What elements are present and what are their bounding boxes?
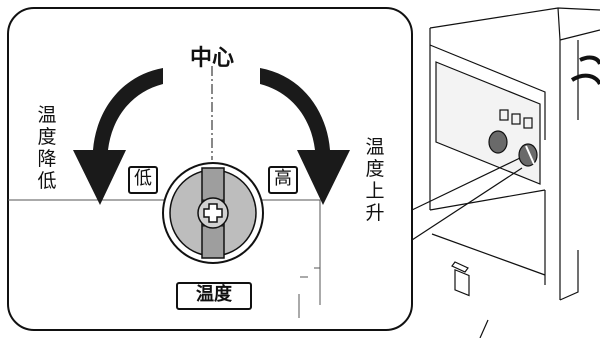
left-label-char-1: 温 bbox=[37, 104, 57, 126]
right-label-char-4: 升 bbox=[365, 202, 385, 224]
right-label-char-1: 温 bbox=[365, 136, 385, 158]
dial-label: 温度 bbox=[176, 282, 252, 310]
temperature-knob bbox=[162, 162, 264, 264]
temperature-up-label: 温 度 上 升 bbox=[364, 136, 386, 224]
center-label: 中心 bbox=[189, 46, 234, 71]
high-badge: 高 bbox=[268, 166, 298, 194]
inner-panel-outline bbox=[8, 199, 321, 318]
low-badge: 低 bbox=[128, 166, 158, 194]
right-label-char-3: 上 bbox=[365, 180, 385, 202]
screw-cross-icon bbox=[203, 203, 223, 223]
left-arrow bbox=[73, 68, 163, 205]
appliance-sketch bbox=[429, 7, 600, 338]
left-label-char-4: 低 bbox=[37, 170, 57, 192]
right-label-char-2: 度 bbox=[365, 158, 385, 180]
left-label-char-2: 度 bbox=[37, 126, 57, 148]
right-arrow bbox=[260, 68, 350, 205]
temperature-down-label: 温 度 降 低 bbox=[36, 104, 58, 192]
left-label-char-3: 降 bbox=[37, 148, 57, 170]
callout-leader-lines bbox=[411, 157, 523, 241]
